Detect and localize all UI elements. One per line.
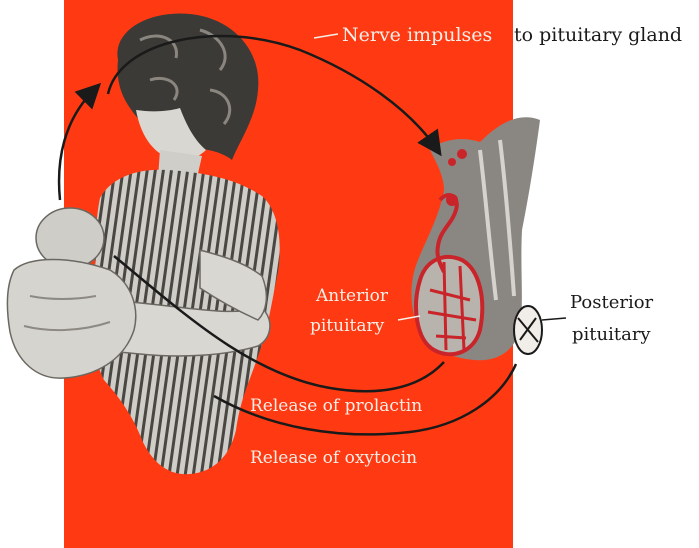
nerve-label-part1: Nerve impulses [342,26,492,46]
posterior-pituitary-label-line1: Posterior [570,294,653,313]
posterior-pituitary-label-line2: pituitary [572,326,651,345]
nerve-arrow-up [59,90,94,200]
nerve-label-part2: to pituitary gland [514,26,682,46]
anterior-pituitary-label-line1: Anterior [316,288,388,306]
posterior-pointer [542,318,566,320]
prolactin-label: Release of prolactin [250,398,422,416]
oxytocin-label: Release of oxytocin [250,450,417,468]
pituitary-gland-icon [398,117,566,360]
anterior-pituitary-label-line2: pituitary [310,318,384,336]
nerve-label-pointer [314,34,338,38]
anterior-lobe [416,257,482,354]
